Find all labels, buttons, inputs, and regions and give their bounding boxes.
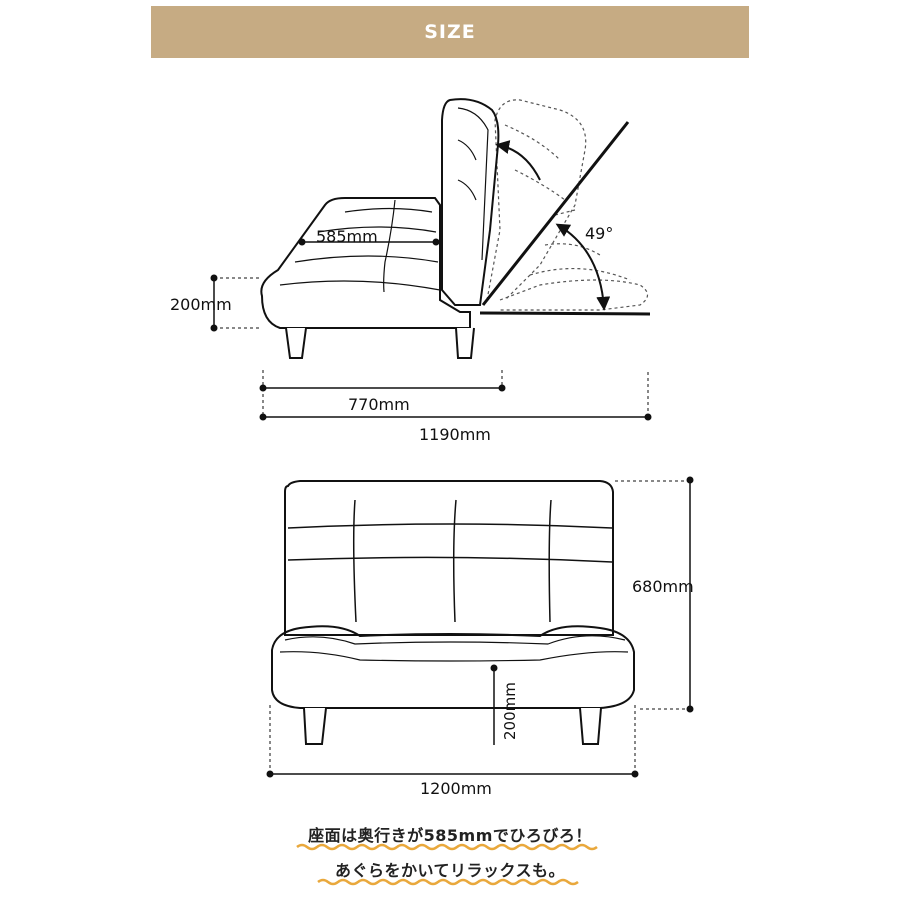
front-seat-outline (271, 625, 635, 709)
header-bar: SIZE (151, 6, 749, 58)
side-leg-back (455, 327, 475, 359)
side-leg-front (285, 327, 307, 359)
reclined-back-ghost (486, 99, 649, 311)
caption-line-2: あぐらをかいてリラックスも。 (334, 861, 566, 880)
front-leg-left (303, 707, 327, 745)
dim-dot (432, 238, 440, 246)
dim-dot (298, 238, 306, 246)
front-leg-right (579, 707, 602, 745)
recline-line-floor (479, 311, 651, 316)
label-seat-height-front: 200mm (501, 682, 519, 740)
label-depth-upright: 770mm (348, 395, 410, 414)
front-dimensions (266, 476, 694, 778)
side-back-outline (441, 98, 500, 306)
wavy-underline-1 (296, 843, 598, 851)
header-title: SIZE (424, 21, 476, 43)
label-front-width: 1200mm (420, 779, 492, 798)
wavy-underline-2 (317, 878, 579, 886)
label-recline-angle: 49° (585, 224, 613, 243)
side-dimensions (210, 238, 652, 421)
caption-line-1: 座面は奥行きが585mmでひろびろ！ (308, 826, 592, 845)
side-seat-outline (260, 197, 471, 329)
recline-arrow (495, 140, 541, 181)
label-front-height: 680mm (632, 577, 694, 596)
front-view-sofa (271, 480, 635, 745)
front-back-outline (284, 480, 614, 636)
angle-arc (555, 223, 611, 311)
recline-line-back (481, 121, 630, 306)
label-seat-depth: 585mm (316, 227, 378, 246)
side-view-sofa (260, 98, 651, 359)
label-depth-reclined: 1190mm (419, 425, 491, 444)
label-seat-height-side: 200mm (170, 295, 232, 314)
